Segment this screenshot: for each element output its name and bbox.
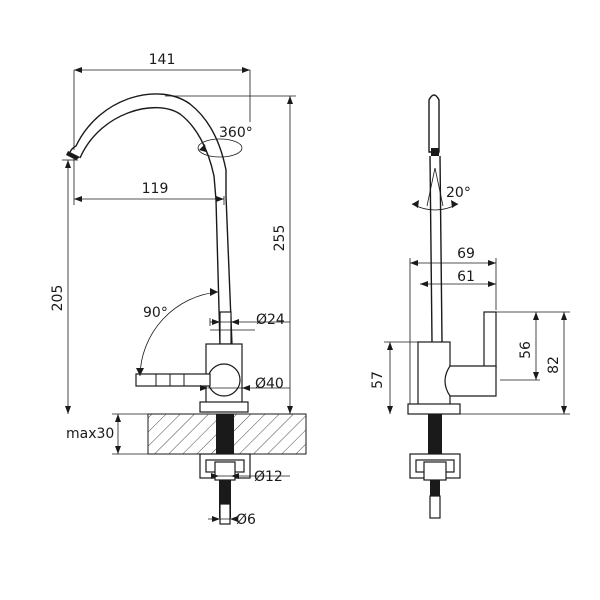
column-diameter-label: Ø24 — [256, 312, 285, 328]
side-body — [407, 341, 497, 415]
front-view: 141 360° 119 — [50, 52, 307, 528]
handle-height-label: 56 — [518, 341, 534, 359]
max-thickness-label: max30 — [66, 426, 114, 442]
handle-height-dimension: 56 — [496, 311, 546, 381]
depth-69-label: 69 — [457, 246, 475, 262]
body-diameter-callout: Ø40 — [200, 376, 290, 392]
spout-height-dimension: 205 — [50, 159, 78, 414]
mounting-bracket — [199, 453, 251, 481]
lever-height-dimension: 82 — [460, 311, 570, 415]
lever-angle-indicator: 90° — [136, 288, 219, 377]
thread-diameter-label: Ø12 — [254, 469, 283, 485]
tilt-indicator: 20° — [411, 167, 471, 211]
overall-reach-dimension: 141 — [73, 52, 251, 150]
lever-handle — [135, 373, 211, 387]
swivel-label: 360° — [219, 125, 253, 141]
overall-reach-label: 141 — [149, 52, 176, 68]
hose-end: Ø6 — [208, 503, 256, 528]
spout-reach-dimension: 119 — [73, 155, 225, 205]
swivel-indicator: 360° — [197, 125, 253, 158]
countertop-section: max30 — [66, 413, 307, 455]
spout-height-label: 205 — [50, 285, 66, 312]
side-shank — [409, 414, 461, 519]
side-view: 20° 69 61 — [370, 94, 570, 519]
depth-61-dimension: 61 — [420, 269, 496, 287]
side-spout — [428, 94, 443, 343]
hose-diameter-label: Ø6 — [236, 512, 256, 528]
depth-61-label: 61 — [457, 269, 475, 285]
base-height-label: 57 — [370, 371, 386, 389]
lever-height-label: 82 — [546, 356, 562, 374]
total-height-dimension: 255 — [165, 95, 296, 414]
lever-angle-label: 90° — [143, 305, 168, 321]
base-height-dimension: 57 — [370, 341, 420, 414]
total-height-label: 255 — [272, 225, 288, 252]
tilt-angle-label: 20° — [446, 185, 471, 201]
side-lever — [483, 311, 497, 369]
thread-diameter-callout: Ø12 — [211, 469, 290, 485]
column-diameter-callout: Ø24 — [209, 311, 290, 345]
spout-reach-label: 119 — [142, 181, 169, 197]
body-diameter-label: Ø40 — [255, 376, 284, 392]
